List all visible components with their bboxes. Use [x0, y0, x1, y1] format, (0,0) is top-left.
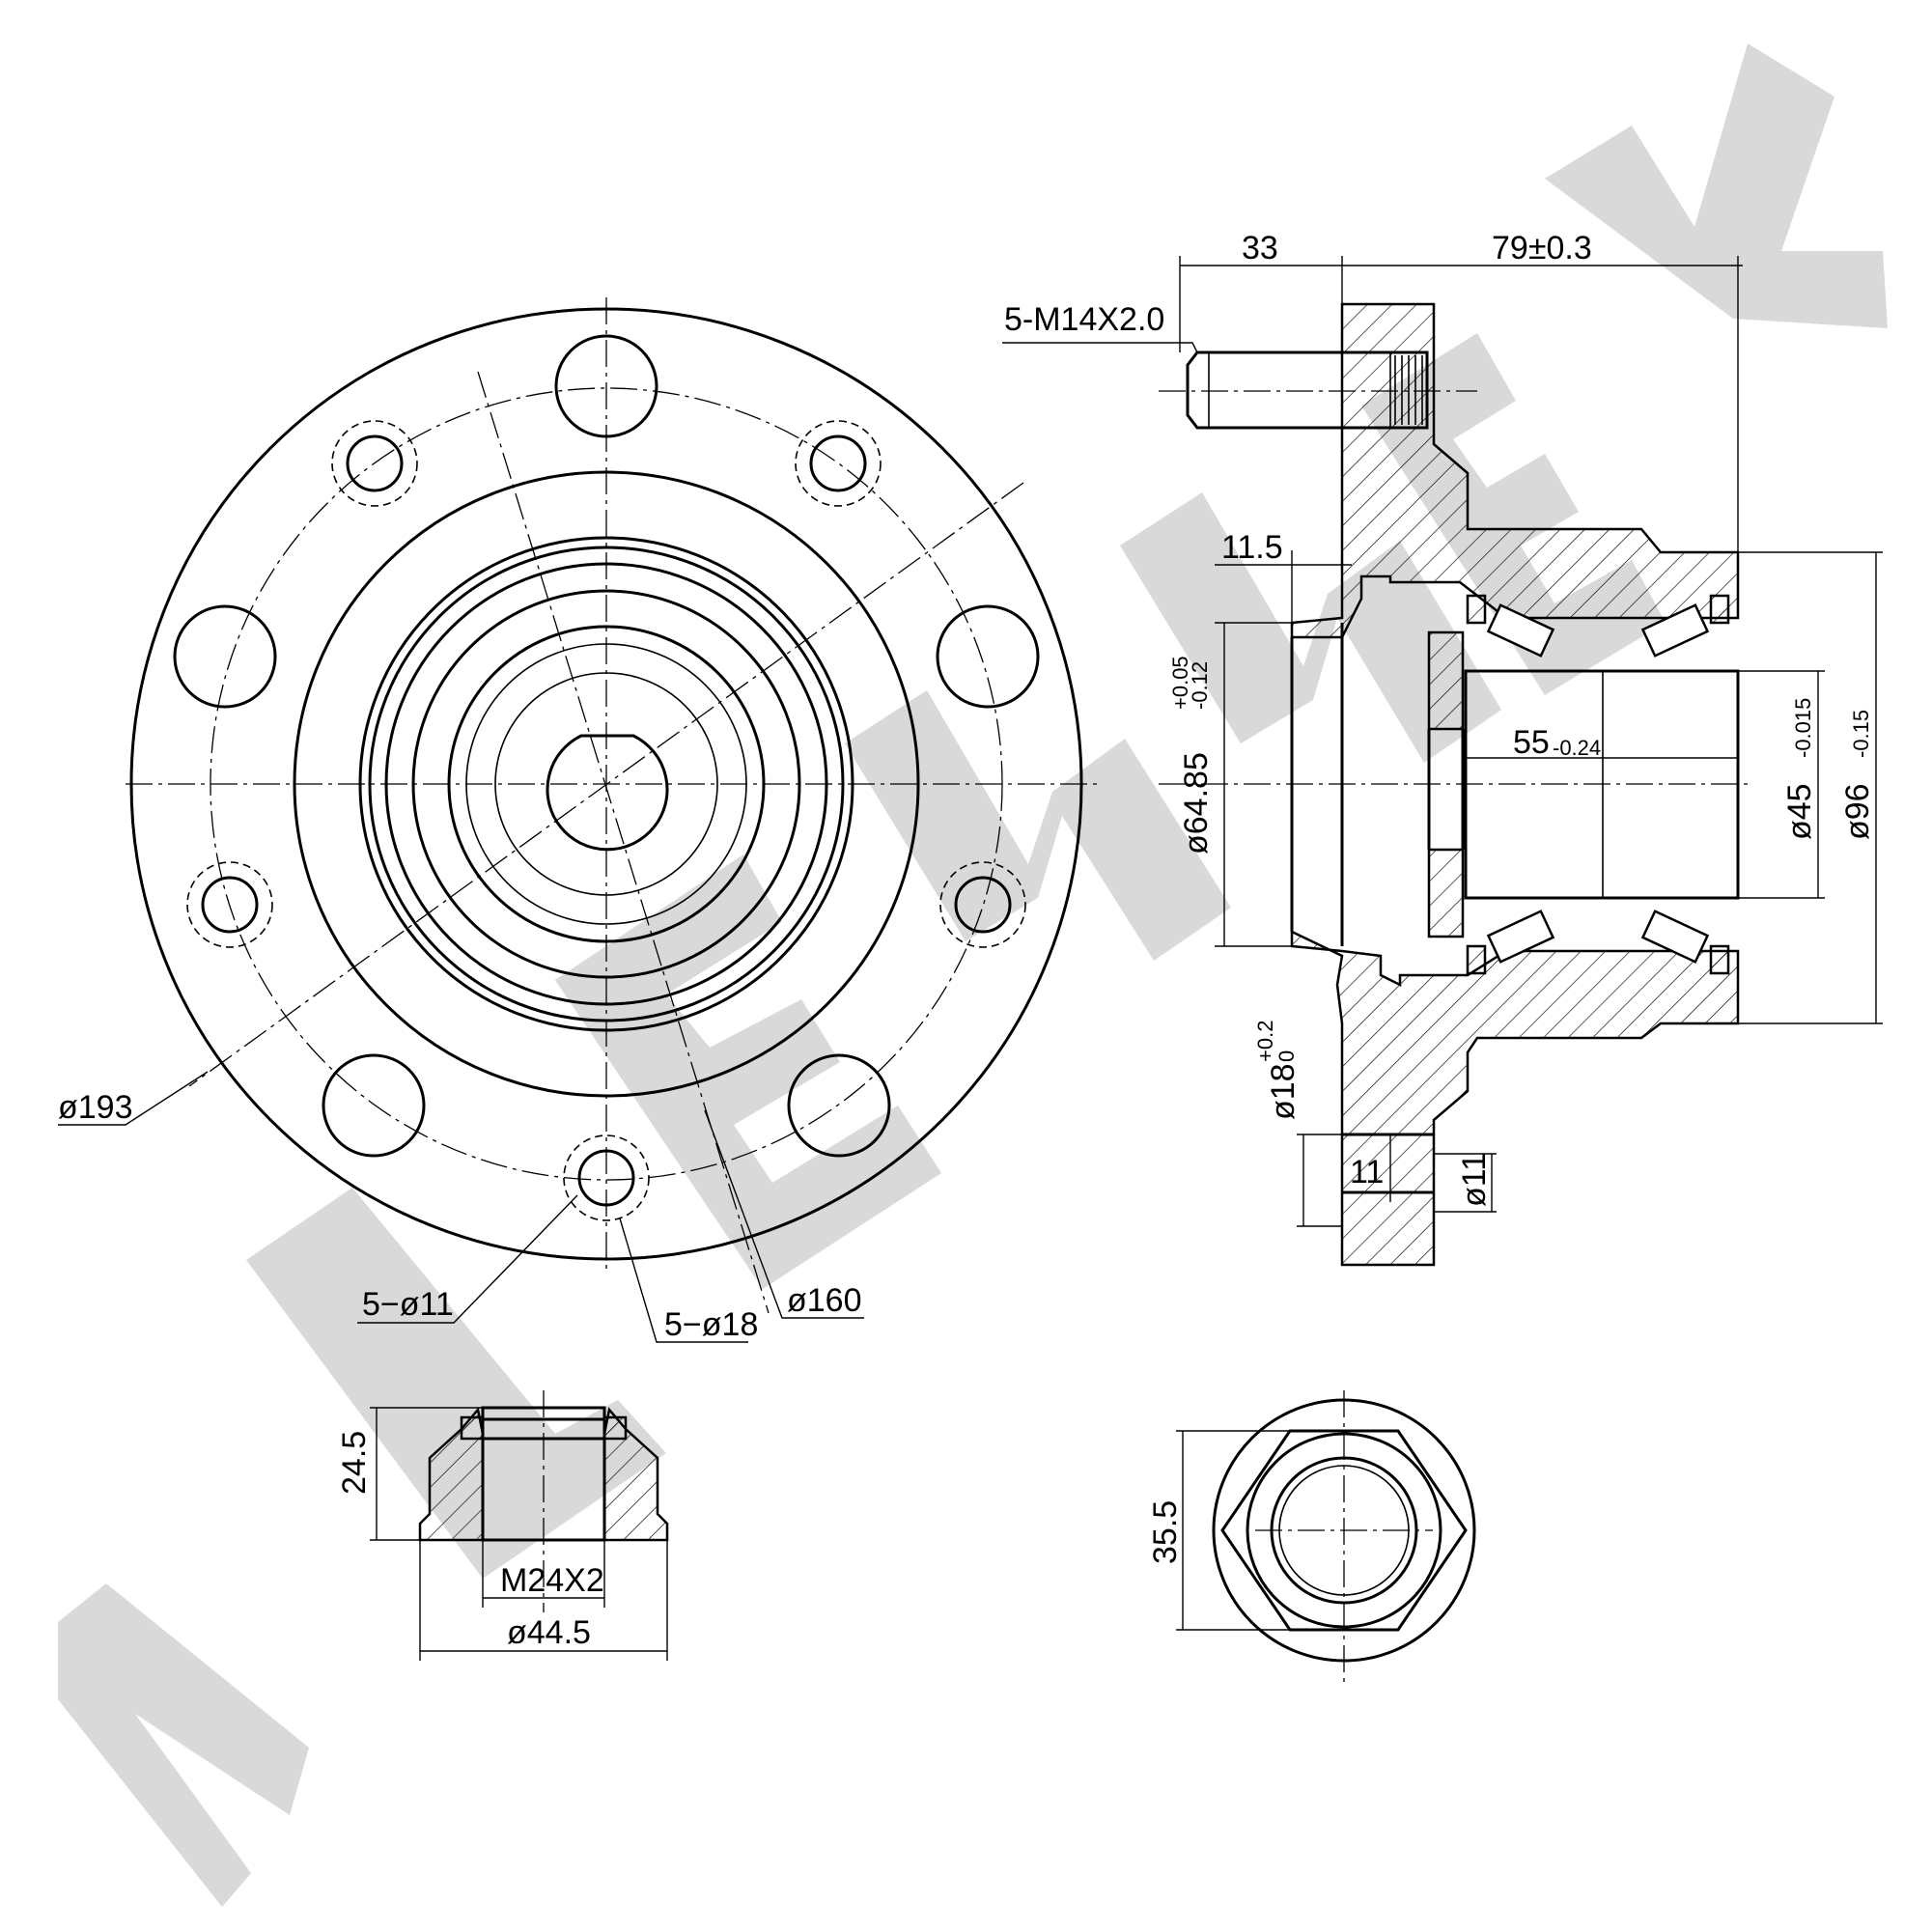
flange-step-label: 11.5 [1221, 529, 1283, 566]
stud-thread-label: 5-M14X2.0 [1004, 301, 1164, 338]
nut-section-view [370, 1390, 669, 1661]
stud-hole [939, 861, 1026, 948]
hole-counterbore-label: 5−ø18 [664, 1306, 758, 1343]
nut-height-label: 24.5 [336, 1431, 373, 1495]
nut-top-view [1176, 1390, 1476, 1685]
svg-text:-0.24: -0.24 [1553, 736, 1601, 760]
section-view [1002, 256, 1883, 1267]
svg-text:0: 0 [1274, 1050, 1299, 1062]
bore-diameter-label: ø45 -0.015 [1781, 698, 1818, 840]
svg-text:ø45: ø45 [1781, 783, 1818, 840]
wheel-stud [1186, 350, 1429, 430]
svg-text:+0.2: +0.2 [1253, 1021, 1277, 1062]
wheel-hole [936, 604, 1040, 709]
svg-text:+0.05: +0.05 [1168, 656, 1192, 710]
hole-small-label: 5−ø11 [362, 1286, 454, 1323]
hole-diameter-label: ø11 [1456, 1153, 1493, 1207]
wheel-hole [554, 334, 658, 438]
svg-text:55: 55 [1513, 724, 1550, 761]
bearing-width-label: 55 -0.24 [1513, 724, 1601, 761]
flange-thickness-label: 11 [1350, 1154, 1384, 1190]
svg-text:ø96: ø96 [1839, 783, 1876, 840]
hub-upper-section [1290, 302, 1740, 639]
svg-text:-0.15: -0.15 [1849, 710, 1873, 758]
wheel-hole [787, 1053, 891, 1158]
flange-outline [129, 307, 1083, 1261]
stud-length-label: 33 [1242, 230, 1278, 266]
svg-text:-0.015: -0.015 [1791, 698, 1815, 758]
svg-text:-0.12: -0.12 [1188, 661, 1212, 710]
outer-ring-diameter-label: ø96 -0.15 [1839, 710, 1876, 840]
hub-lower-section [1290, 930, 1740, 1267]
stud-hole [563, 1134, 650, 1221]
front-view [58, 297, 1101, 1343]
nut-thread-label: M24X2 [500, 1562, 604, 1599]
outer-diameter-label: ø193 [58, 1089, 133, 1126]
wheel-hole [322, 1053, 426, 1158]
nut-diameter-label: ø44.5 [507, 1614, 591, 1651]
svg-text:ø64.85: ø64.85 [1178, 752, 1215, 854]
bolt-circle-label: ø160 [787, 1282, 862, 1319]
hub-length-label: 79±0.3 [1492, 230, 1592, 266]
stud-hole [795, 420, 882, 507]
svg-text:ø18: ø18 [1265, 1063, 1302, 1120]
stud-hole [331, 420, 418, 507]
nut-across-flats-label: 35.5 [1147, 1500, 1184, 1564]
wheel-hole [173, 604, 277, 709]
stud-hole [186, 861, 273, 948]
counterbore-label: ø18 +0.2 0 [1253, 1021, 1302, 1120]
pilot-diameter-label: ø64.85 +0.05 -0.12 [1168, 656, 1215, 854]
